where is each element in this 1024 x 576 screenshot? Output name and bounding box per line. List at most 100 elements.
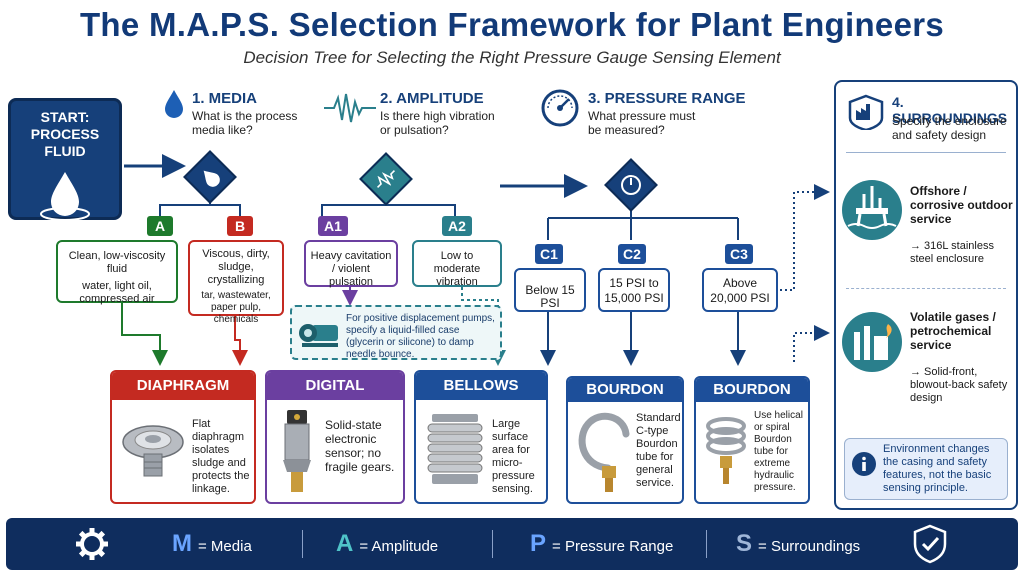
legend-media-letter: M [172,530,192,557]
option-tag-b: B [227,216,253,236]
legend-media-label: = Media [198,538,252,555]
legend-separator [302,530,303,558]
legend-amplitude: A = Amplitude [336,518,438,570]
option-a2-box: Low to moderate vibration [412,240,502,288]
water-drop-icon [165,90,183,118]
digital-text: Solid-state electronic sensor; no fragil… [325,418,395,474]
c-bourdon-tube-icon [578,412,630,492]
option-b-detail: tar, wastewater, paper pulp, chemicals [201,290,271,325]
shield-check-icon [913,524,947,564]
bellows-text: Large surface area for micro-pressure se… [492,418,535,495]
result-card-bourdon-standard: BOURDON Standard C-type Bourdon tube for… [566,376,684,504]
volatile-detail: → Solid-front, blowout-back safety desig… [910,366,1008,404]
info-icon [852,452,876,476]
water-drop-icon [203,170,220,187]
gauge-icon [541,89,579,127]
result-card-bourdon-helical: BOURDON Use helical or spiral Bourdon tu… [694,376,810,504]
legend-separator [706,530,707,558]
digital-sensor-icon [283,410,311,492]
helical-bourdon-tube-icon [706,417,746,484]
pressure-decision-node [604,158,658,212]
pump-note: For positive displacement pumps, specify… [290,305,502,360]
refinery-icon [842,312,902,372]
legend-pressure-letter: P [530,530,547,557]
legend-media: M = Media [172,518,252,570]
option-c3-box: Above 20,000 PSI [702,268,778,312]
offshore-title: Offshore / corrosive outdoor service [910,184,1013,226]
option-tag-c1: C1 [535,244,563,264]
result-card-digital: DIGITAL Solid-state electronic sensor; n… [265,370,405,504]
option-c2-text: 15 PSI to 15,000 PSI [604,276,664,305]
option-tag-a2: A2 [442,216,472,236]
amplitude-decision-node [359,152,413,206]
divider [846,152,1006,153]
bourdon-standard-title: BOURDON [568,378,682,402]
gauge-icon [621,175,641,195]
diaphragm-title: DIAPHRAGM [112,372,254,400]
option-c1-text: Below 15 PSI [525,283,575,310]
footer-legend: M= Media A= Amplitude P= Pressure Range … [6,518,1018,570]
option-tag-a: A [147,216,173,236]
legend-amplitude-label: = Amplitude [359,538,439,555]
surroundings-question: Specify the enclosure and safety design [892,114,1007,142]
divider [846,288,1006,289]
media-question: What is the process media like? [192,109,298,137]
pressure-heading: 3. PRESSURE RANGE [588,90,746,107]
option-b-title: Viscous, dirty, sludge, crystallizing [202,248,270,286]
offshore-detail: → 316L stainless steel enclosure [910,240,994,265]
result-card-bellows: BELLOWS Large surface area for micro-pre… [414,370,548,504]
option-a1-box: Heavy cavitation / violent pulsation [304,240,398,288]
bellows-title: BELLOWS [416,372,546,400]
waveform-icon [324,93,376,123]
option-a-box: Clean, low-viscosity fluid water, light … [56,240,178,305]
option-tag-a1: A1 [318,216,348,236]
info-text: Environment changes the casing and safet… [883,443,992,494]
bourdon-helical-title: BOURDON [696,378,808,402]
bellows-icon [427,414,483,484]
option-a-detail: water, light oil, compressed air [79,280,155,305]
start-label-2: PROCESS FLUID [30,126,100,159]
waveform-icon [376,169,396,189]
info-box: Environment changes the casing and safet… [844,438,1008,500]
pump-note-text: For positive displacement pumps, specify… [346,313,495,360]
start-label: START: [40,109,90,125]
legend-surroundings-label: = Surroundings [758,538,861,555]
bourdon-helical-text: Use helical or spiral Bourdon tube for e… [754,410,803,493]
legend-separator [492,530,493,558]
start-box: START: PROCESS FLUID [8,98,122,221]
factory-icon [848,94,884,130]
media-heading: 1. MEDIA [192,90,258,107]
diaphragm-icon [122,425,184,477]
option-tag-c3: C3 [725,244,753,264]
legend-pressure: P = Pressure Range [530,518,673,570]
gear-icon [76,528,108,560]
amplitude-question: Is there high vibration or pulsation? [380,109,495,137]
option-c2-box: 15 PSI to 15,000 PSI [598,268,670,312]
result-card-diaphragm: DIAPHRAGM Flat diaphragm isolates sludge… [110,370,256,504]
option-a2-text: Low to moderate vibration [433,250,481,288]
option-a1-text: Heavy cavitation / violent pulsation [310,250,392,288]
page-subtitle: Decision Tree for Selecting the Right Pr… [243,48,781,67]
surroundings-panel: 4. SURROUNDINGS Specify the enclosure an… [834,80,1018,510]
diaphragm-text: Flat diaphragm isolates sludge and prote… [192,418,250,495]
amplitude-heading: 2. AMPLITUDE [380,90,484,107]
surroundings-heading: 4. SURROUNDINGS [892,94,1008,126]
digital-title: DIGITAL [267,372,403,400]
option-tag-c2: C2 [618,244,646,264]
option-c1-box: Below 15 PSI [514,268,586,312]
volatile-title: Volatile gases / petrochemical service [910,310,996,352]
legend-surroundings-letter: S [736,530,753,557]
media-decision-node [183,150,237,204]
page-title: The M.A.P.S. Selection Framework for Pla… [79,6,945,43]
legend-surroundings: S = Surroundings [736,518,860,570]
legend-pressure-label: = Pressure Range [552,538,674,555]
oil-rig-icon [842,180,902,240]
pump-icon [299,324,338,347]
option-b-box: Viscous, dirty, sludge, crystallizing ta… [188,240,284,325]
legend-amplitude-letter: A [336,530,354,557]
option-a-title: Clean, low-viscosity fluid [68,250,166,275]
option-c3-text: Above 20,000 PSI [710,276,770,305]
pressure-question: What pressure must be measured? [588,109,696,137]
bourdon-standard-text: Standard C-type Bourdon tube for general… [636,412,681,489]
water-drop-icon [40,172,90,221]
